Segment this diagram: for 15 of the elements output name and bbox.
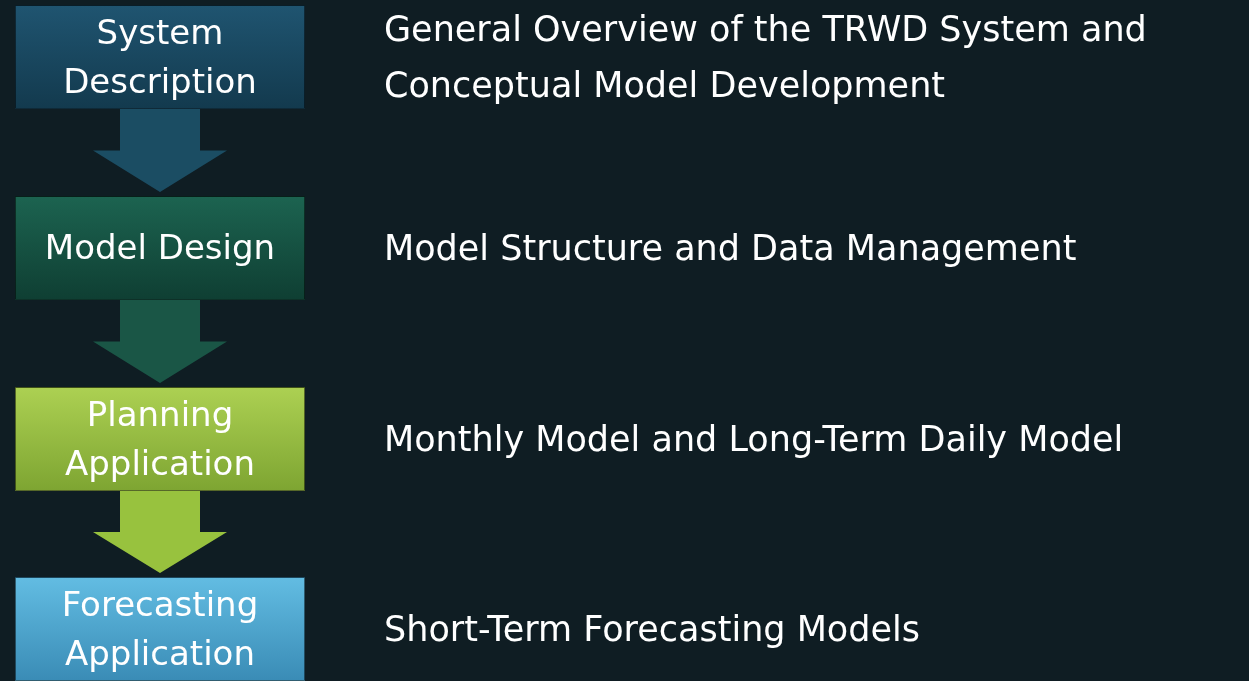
description-text: Monthly Model and Long-Term Daily Model — [384, 418, 1125, 461]
description-text: General Overview of the TRWD System and Conceptual Model Development — [384, 8, 1148, 107]
description-text: Model Structure and Data Management — [384, 227, 1078, 270]
process-box — [15, 577, 305, 681]
box-label: Model Design — [44, 226, 276, 270]
process-box — [15, 5, 305, 109]
box-label: Forecasting Application — [60, 582, 260, 675]
process-box — [15, 387, 305, 491]
block-arrow — [93, 491, 227, 573]
block-arrow — [93, 300, 227, 383]
block-arrow — [93, 109, 227, 192]
description-text: Short-Term Forecasting Models — [384, 608, 921, 651]
box-label: System Description — [62, 10, 258, 103]
box-label: Planning Application — [64, 392, 256, 485]
process-box — [15, 196, 305, 300]
